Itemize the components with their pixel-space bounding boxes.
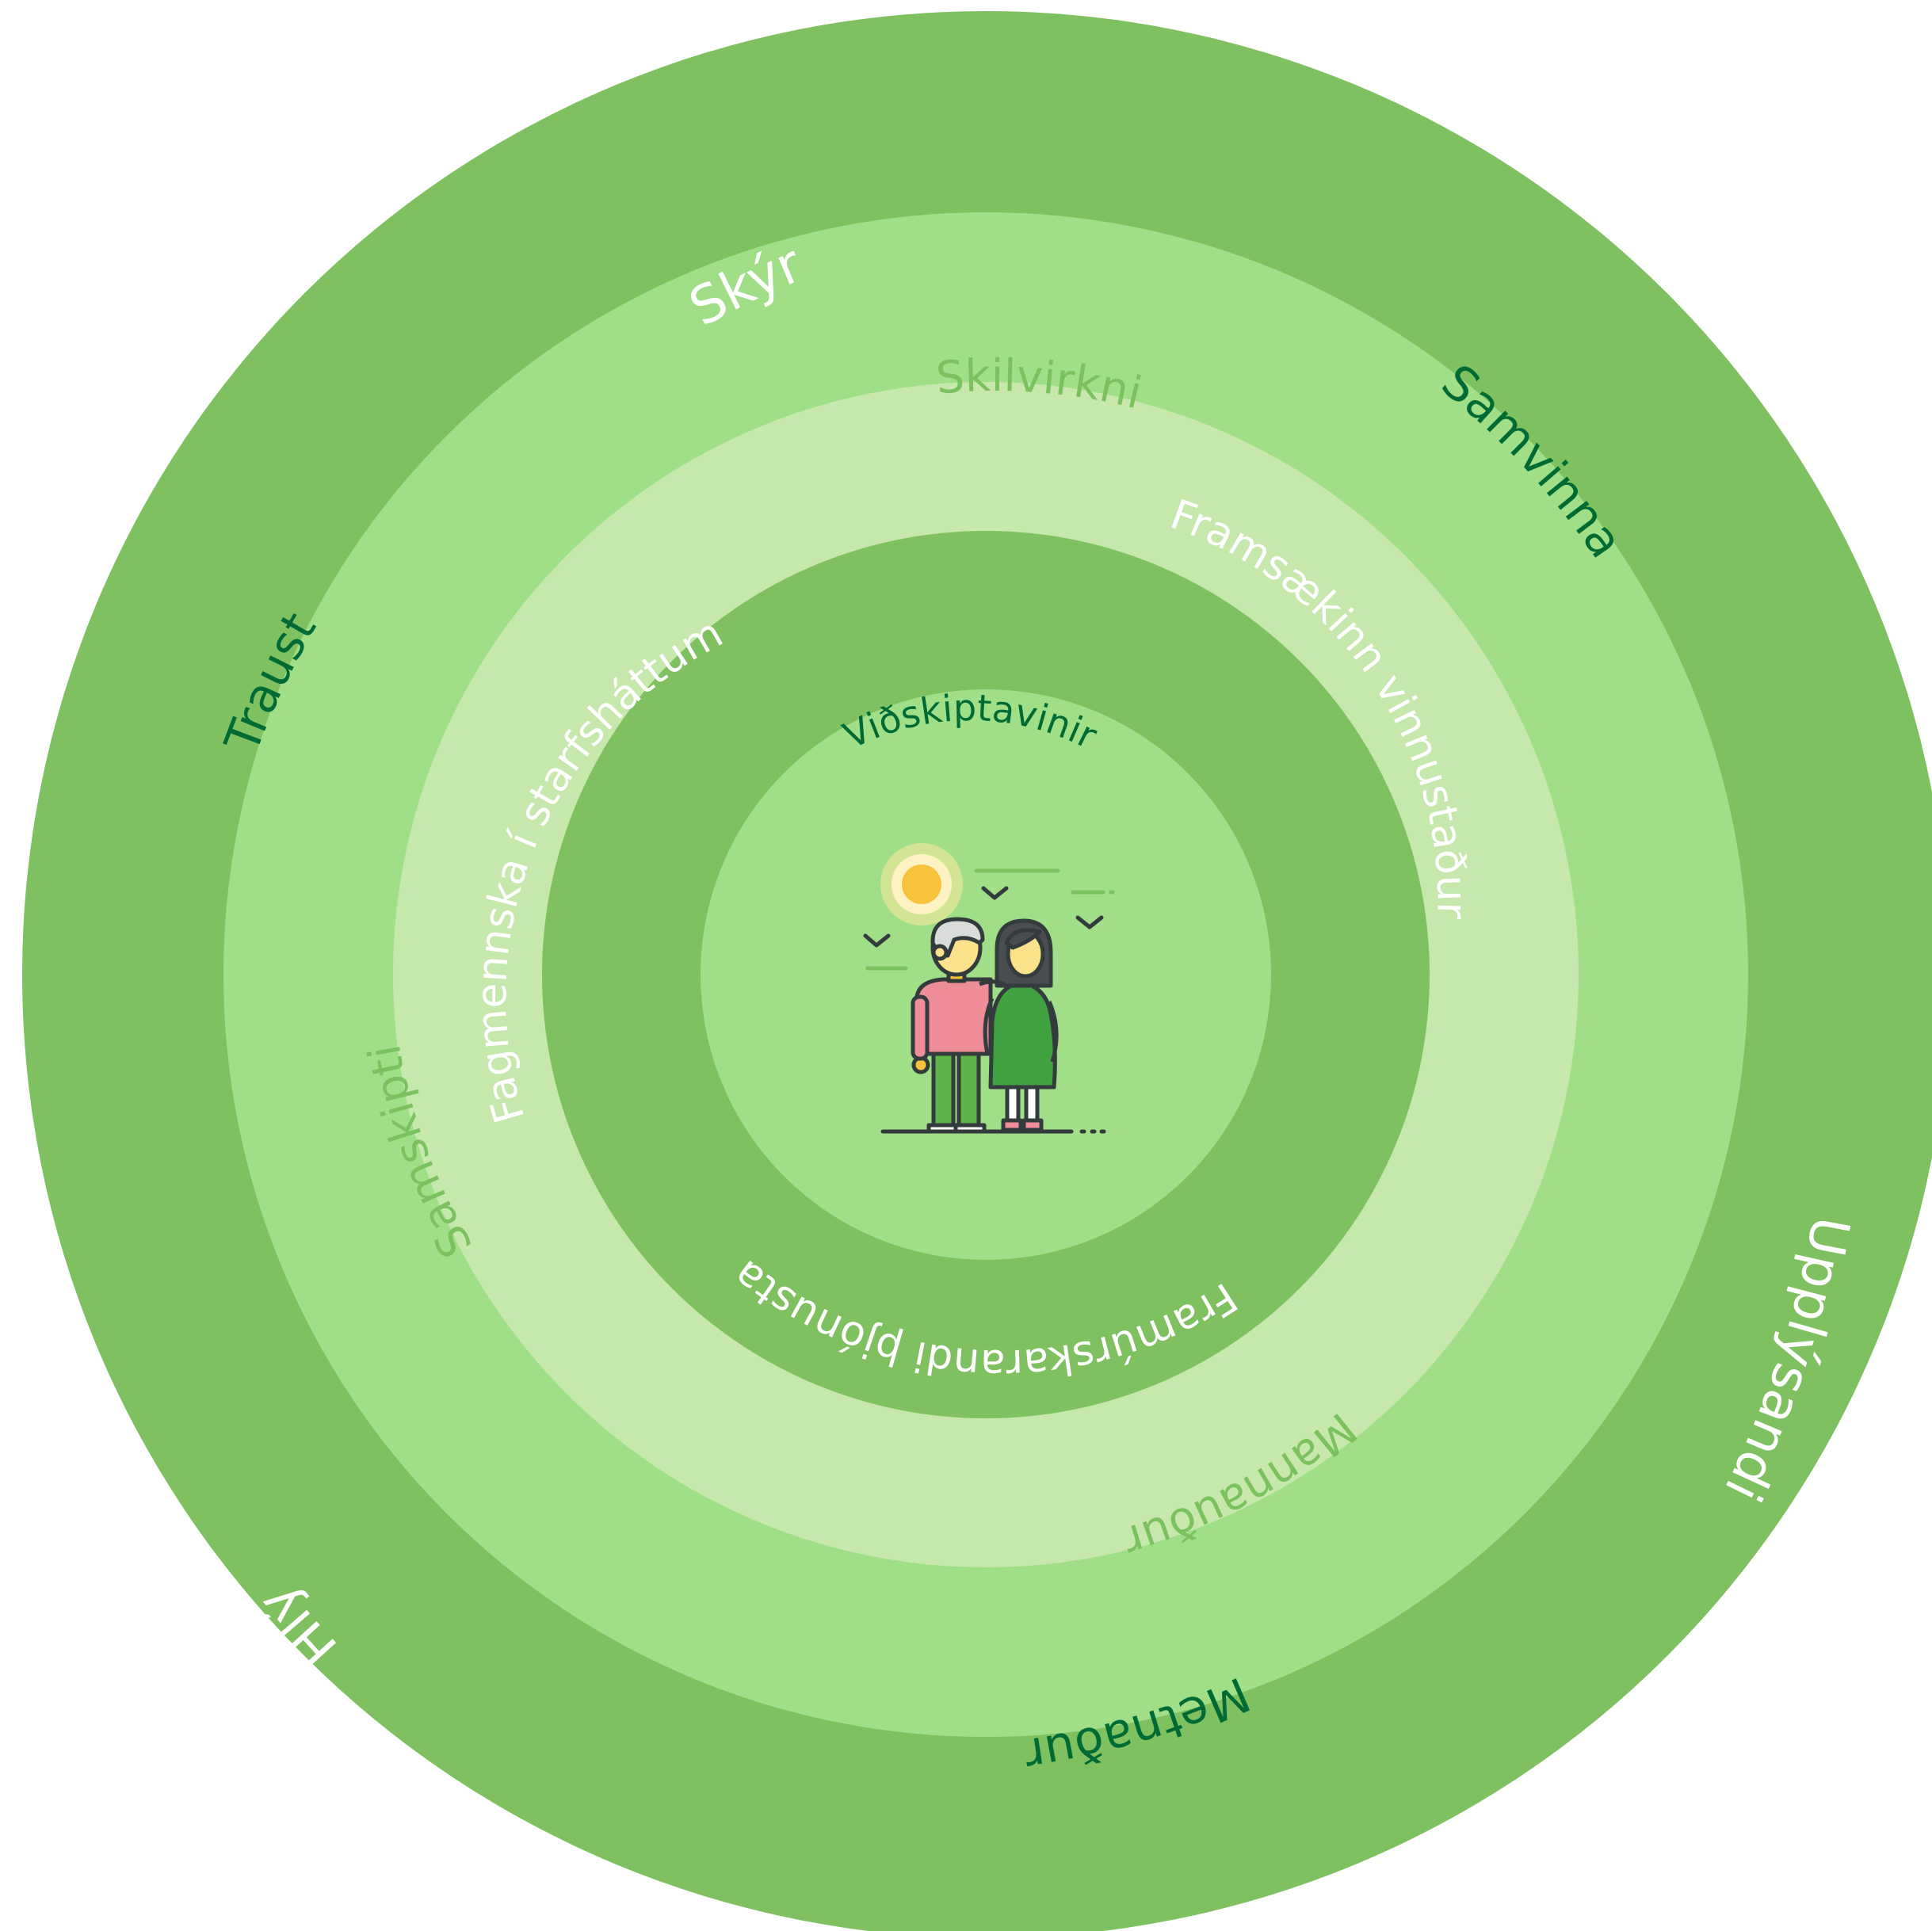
woman-figure <box>979 918 1059 1132</box>
sun-icon <box>880 843 963 925</box>
center-circle <box>701 689 1271 1260</box>
check-marks <box>863 886 1104 948</box>
man-figure <box>911 917 993 1134</box>
couple-with-sun-icon <box>863 843 1115 1134</box>
decorative-lines <box>865 868 1115 971</box>
